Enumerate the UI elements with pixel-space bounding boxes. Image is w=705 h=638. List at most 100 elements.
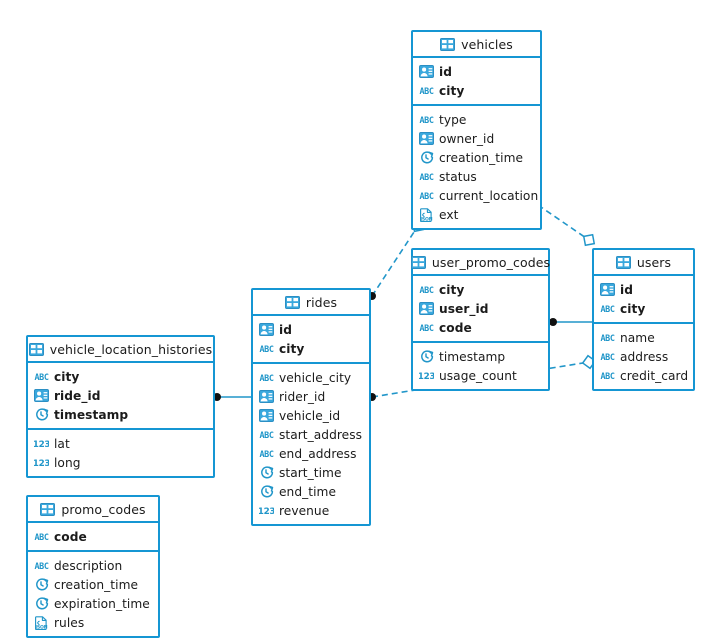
column-row-id[interactable]: id [253, 320, 369, 339]
svg-text:ABC: ABC [35, 532, 49, 542]
id-card-icon [419, 131, 434, 146]
id-card-icon [34, 388, 49, 403]
abc-text-icon: ABC [600, 349, 615, 364]
table-grid-icon [440, 37, 456, 52]
column-row-user_id[interactable]: user_id [413, 299, 548, 318]
json-document-icon: JSON [419, 207, 434, 222]
table-grid-icon [284, 295, 300, 310]
column-row-vehicle_id[interactable]: vehicle_id [253, 406, 369, 425]
table-header-promo_codes[interactable]: promo_codes [28, 497, 158, 523]
svg-text:ABC: ABC [420, 86, 434, 96]
column-row-start_time[interactable]: start_time [253, 463, 369, 482]
id-card-icon [600, 282, 615, 297]
column-name: start_time [279, 465, 342, 480]
column-row-creation_time[interactable]: creation_time [413, 148, 540, 167]
table-header-rides[interactable]: rides [253, 290, 369, 316]
abc-text-icon: ABC [259, 446, 274, 461]
column-row-expiration_time[interactable]: expiration_time [28, 594, 158, 613]
column-row-id[interactable]: id [594, 280, 693, 299]
number-123-icon: 123 [259, 503, 274, 518]
column-name: code [54, 529, 87, 544]
table-header-vehicle_location_histories[interactable]: vehicle_location_histories [28, 337, 213, 363]
id-card-icon [419, 301, 434, 316]
svg-text:ABC: ABC [420, 285, 434, 295]
table-header-users[interactable]: users [594, 250, 693, 276]
column-row-rider_id[interactable]: rider_id [253, 387, 369, 406]
relationship-edge-user_promo_codes-to-users[interactable] [549, 318, 592, 326]
column-row-owner_id[interactable]: owner_id [413, 129, 540, 148]
table-grid-icon [410, 255, 426, 270]
column-name: usage_count [439, 368, 517, 383]
column-name: ext [439, 207, 459, 222]
abc-text-icon: ABC [259, 427, 274, 442]
relationship-edge-vehicles-to-users[interactable] [534, 201, 596, 247]
abc-text-icon: ABC [259, 370, 274, 385]
column-row-code[interactable]: ABC code [28, 527, 158, 546]
column-row-credit_card[interactable]: ABC credit_card [594, 366, 693, 385]
column-name: type [439, 112, 467, 127]
column-row-ext[interactable]: JSON ext [413, 205, 540, 224]
clock-icon [34, 407, 49, 422]
table-header-user_promo_codes[interactable]: user_promo_codes [410, 250, 551, 276]
column-row-timestamp[interactable]: timestamp [413, 347, 548, 366]
relationship-edge-vehicle_location_histories-to-rides[interactable] [213, 393, 251, 401]
abc-text-icon: ABC [600, 368, 615, 383]
column-name: creation_time [54, 577, 139, 592]
column-row-id[interactable]: id [413, 62, 540, 81]
column-name: lat [54, 436, 70, 451]
column-row-ride_id[interactable]: ride_id [28, 386, 213, 405]
column-row-timestamp[interactable]: timestamp [28, 405, 213, 424]
svg-text:ABC: ABC [35, 561, 49, 571]
svg-text:ABC: ABC [260, 430, 274, 440]
column-row-end_time[interactable]: end_time [253, 482, 369, 501]
column-row-creation_time[interactable]: creation_time [28, 575, 158, 594]
abc-text-icon: ABC [600, 330, 615, 345]
abc-text-icon: ABC [34, 529, 49, 544]
svg-text:ABC: ABC [420, 172, 434, 182]
svg-text:ABC: ABC [260, 373, 274, 383]
column-name: description [54, 558, 123, 573]
table-grid-icon [28, 342, 44, 357]
json-document-icon: JSON [34, 615, 49, 630]
table-header-vehicles[interactable]: vehicles [413, 32, 540, 58]
column-name: timestamp [54, 407, 129, 422]
column-name: credit_card [620, 368, 689, 383]
table-title: user_promo_codes [431, 254, 551, 270]
abc-text-icon: ABC [419, 83, 434, 98]
column-row-lat[interactable]: 123 lat [28, 434, 213, 453]
column-row-description[interactable]: ABC description [28, 556, 158, 575]
column-name: expiration_time [54, 596, 150, 611]
number-123-icon: 123 [34, 455, 49, 470]
svg-text:123: 123 [34, 440, 49, 449]
